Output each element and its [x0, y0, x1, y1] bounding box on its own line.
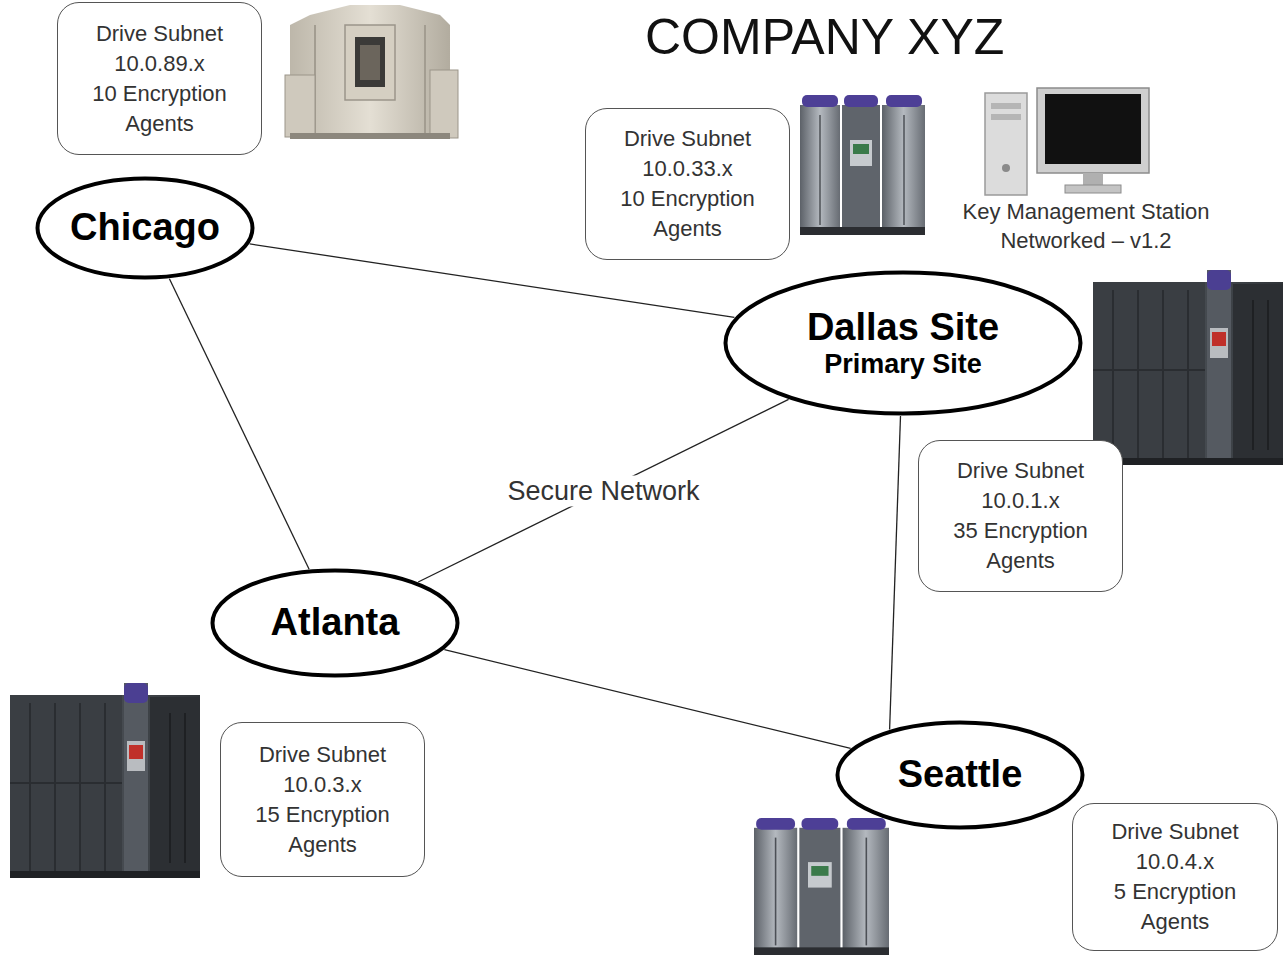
network-link	[444, 650, 850, 749]
subnet-text: 10.0.3.x	[283, 770, 361, 800]
tape-library	[800, 95, 925, 235]
network-link	[169, 279, 309, 570]
subnet-text: Drive Subnet	[624, 124, 751, 154]
tape-library	[285, 5, 458, 139]
site-name: Dallas Site	[807, 306, 999, 350]
site-name: Atlanta	[271, 601, 400, 645]
subnet-text: 10 Encryption Agents	[68, 79, 251, 139]
site-ellipse: Seattle	[835, 720, 1085, 830]
tape-library	[1093, 270, 1283, 465]
subnet-text: 10.0.33.x	[642, 154, 733, 184]
site-name: Primary Site	[824, 349, 982, 380]
site-name: Chicago	[70, 206, 220, 250]
subnet-text: 10 Encryption Agents	[596, 184, 779, 244]
network-link	[890, 416, 901, 730]
subnet-text: Drive Subnet	[1111, 817, 1238, 847]
subnet-text: Drive Subnet	[957, 456, 1084, 486]
tape-library	[754, 818, 889, 955]
station-label: Key Management Station Networked – v1.2	[921, 197, 1251, 255]
network-link	[418, 399, 788, 582]
subnet-box: Drive Subnet10.0.4.x5 Encryption Agents	[1072, 803, 1278, 951]
subnet-text: 15 Encryption Agents	[231, 800, 414, 860]
subnet-text: Drive Subnet	[259, 740, 386, 770]
subnet-text: 35 Encryption Agents	[929, 516, 1112, 576]
tape-library	[10, 683, 200, 878]
site-ellipse: Atlanta	[210, 568, 460, 678]
subnet-text: 10.0.4.x	[1136, 847, 1214, 877]
site-name: Seattle	[898, 753, 1023, 797]
site-ellipse: Chicago	[35, 176, 255, 280]
site-ellipse: Dallas SitePrimary Site	[723, 270, 1083, 416]
ellipse-shape	[726, 273, 1081, 414]
subnet-text: Drive Subnet	[96, 19, 223, 49]
ellipse-shape	[838, 723, 1083, 828]
link-label: Secure Network	[503, 475, 703, 506]
diagram-title: COMPANY XYZ	[645, 8, 1004, 66]
subnet-text: 10.0.1.x	[981, 486, 1059, 516]
subnet-text: 5 Encryption Agents	[1083, 877, 1267, 937]
subnet-box: Drive Subnet10.0.89.x10 Encryption Agent…	[57, 2, 262, 155]
subnet-box: Drive Subnet10.0.3.x15 Encryption Agents	[220, 722, 425, 877]
ellipse-shape	[213, 571, 458, 676]
computer	[985, 88, 1149, 195]
ellipse-shape	[38, 179, 253, 278]
subnet-text: 10.0.89.x	[114, 49, 205, 79]
subnet-box: Drive Subnet10.0.33.x10 Encryption Agent…	[585, 108, 790, 260]
subnet-box: Drive Subnet10.0.1.x35 Encryption Agents	[918, 440, 1123, 592]
